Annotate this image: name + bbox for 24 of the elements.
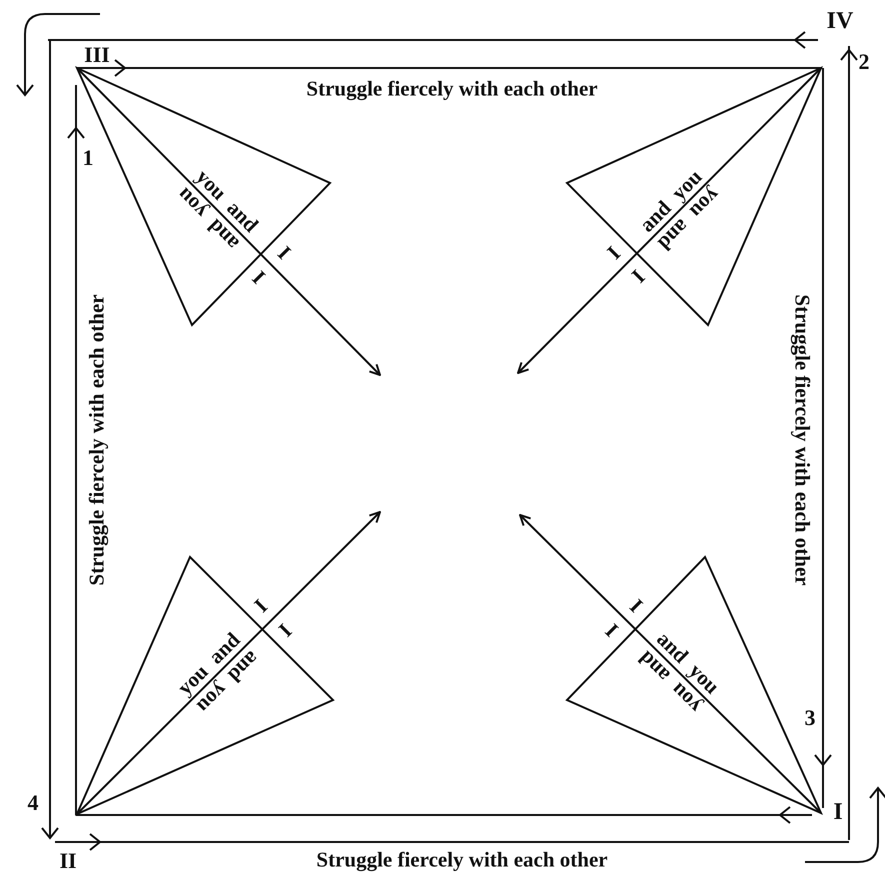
letter-label: I: [273, 242, 294, 264]
letter-label: I: [603, 242, 624, 263]
step-number: 2: [858, 51, 870, 73]
corner-label: III: [84, 44, 110, 66]
corner-label: II: [59, 850, 77, 872]
letter-label: I: [602, 620, 622, 641]
side-label: Struggle fiercely with each other: [316, 850, 608, 870]
arrow: [517, 67, 822, 374]
letter-label: I: [250, 596, 272, 617]
step-number: 4: [28, 792, 38, 814]
side-label: Struggle fiercely with each other: [306, 78, 598, 100]
letter-label: I: [626, 596, 646, 616]
arrow: [76, 67, 381, 376]
letter-label: I: [628, 266, 648, 287]
letter-label: I: [274, 620, 296, 641]
letter-label: I: [249, 266, 270, 288]
corner-label: I: [833, 800, 843, 824]
side-label: Struggle fiercely with each other: [792, 294, 812, 586]
corner-label: IV: [826, 9, 854, 33]
arrow: [519, 514, 822, 814]
step-number: 1: [82, 147, 94, 169]
step-number: 3: [804, 707, 816, 729]
arrow: [76, 511, 381, 815]
side-label: Struggle fiercely with each other: [86, 294, 108, 586]
